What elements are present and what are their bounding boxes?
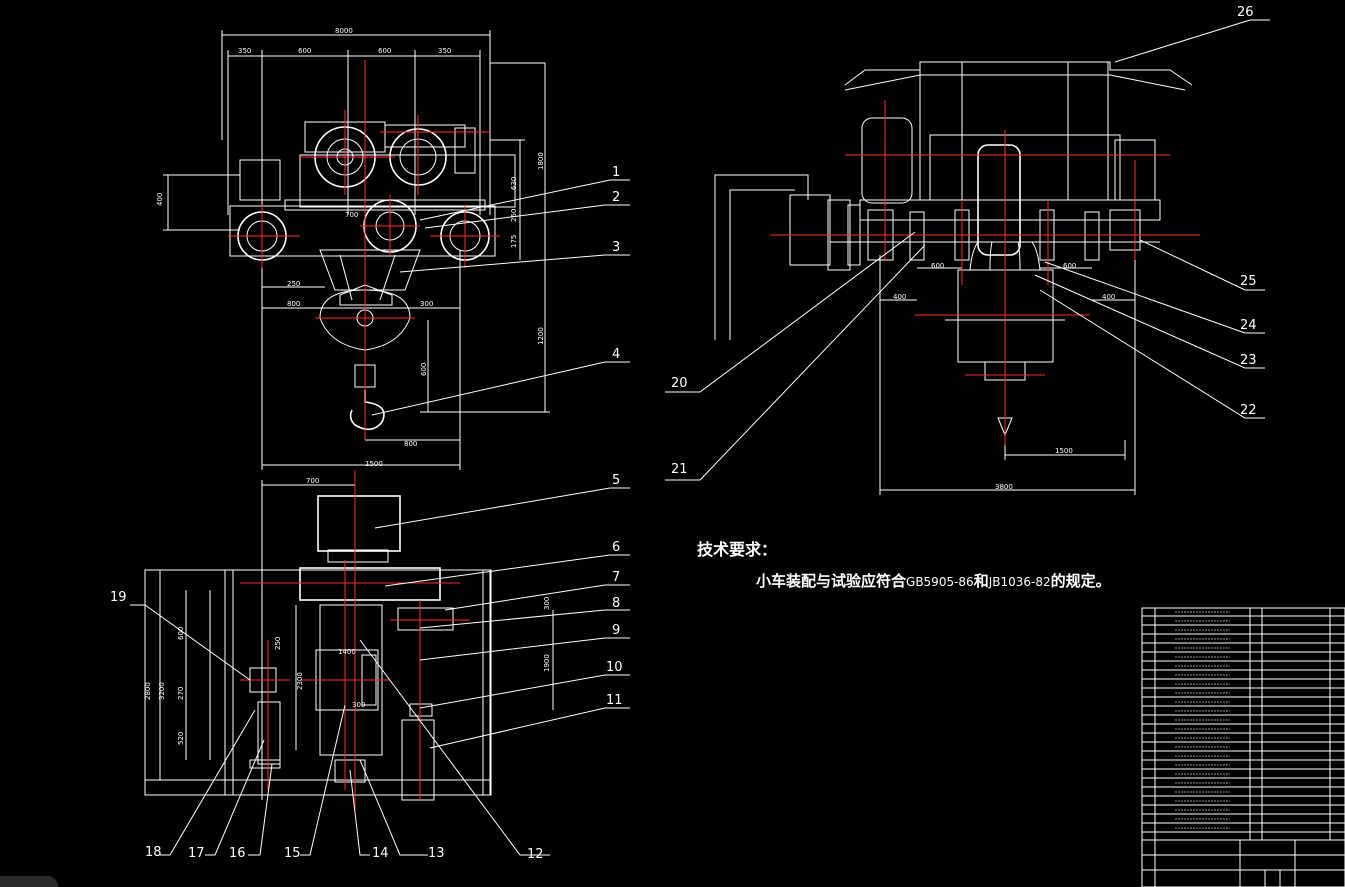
callout-18: 18	[145, 845, 162, 860]
front-dim-a: 350	[238, 47, 251, 55]
side-dim-d: 400	[1102, 293, 1115, 301]
front-dim-c: 600	[378, 47, 391, 55]
callout-4: 4	[612, 347, 620, 362]
callout-10: 10	[606, 660, 623, 675]
callout-13: 13	[428, 846, 445, 861]
plan-dim-j: 300	[352, 701, 365, 709]
callout-23: 23	[1240, 353, 1257, 368]
callout-15: 15	[284, 846, 301, 861]
callout-8: 8	[612, 596, 620, 611]
callout-25: 25	[1240, 274, 1257, 289]
plan-dim-c: 3200	[158, 682, 166, 700]
tech-line-conj: 和	[973, 572, 989, 590]
front-dim-h: 800	[404, 440, 417, 448]
plan-dim-a: 700	[306, 477, 319, 485]
plan-dim-f: 270	[177, 687, 185, 700]
tech-std-1: GB5905-86	[906, 575, 974, 589]
callout-19: 19	[110, 590, 127, 605]
command-line-stub[interactable]	[0, 876, 58, 887]
tech-line-prefix: 小车装配与试验应符合	[756, 572, 907, 590]
side-dim-c: 400	[893, 293, 906, 301]
front-dim-o: 175	[510, 235, 518, 248]
front-dim-e: 250	[287, 280, 300, 288]
side-view: 600 600 400 400 1500 3800	[714, 61, 1200, 495]
plan-dim-l: 1900	[543, 654, 551, 672]
callout-21: 21	[671, 462, 688, 477]
callout-26: 26	[1237, 5, 1254, 20]
callout-5: 5	[612, 473, 620, 488]
front-dim-k: 600	[420, 363, 428, 376]
callout-16: 16	[229, 846, 246, 861]
callout-3: 3	[612, 240, 620, 255]
callout-leaders	[130, 19, 1270, 856]
front-dim-f: 800	[287, 300, 300, 308]
callout-14: 14	[372, 846, 389, 861]
callout-2: 2	[612, 190, 620, 205]
plan-dim-d: 600	[177, 627, 185, 640]
tech-requirements-title: 技术要求：	[697, 540, 778, 559]
plan-dim-h: 250	[274, 637, 282, 650]
side-dim-e: 1500	[1055, 447, 1073, 455]
front-dim-g: 300	[420, 300, 433, 308]
plan-dim-e: 2300	[296, 672, 304, 690]
plan-view: 700 2800 3200 600 2300 270 520 250 1400 …	[144, 470, 554, 810]
side-dim-b: 600	[1063, 262, 1076, 270]
callout-20: 20	[671, 376, 688, 391]
front-dim-mid: 700	[345, 211, 358, 219]
callout-17: 17	[188, 846, 205, 861]
callout-22: 22	[1240, 403, 1257, 418]
front-dim-n: 250	[510, 209, 518, 222]
callout-6: 6	[612, 540, 620, 555]
tech-requirements-line: 小车装配与试验应符合GB5905-86和JB1036-82的规定。	[756, 570, 1111, 591]
front-dim-j: 400	[156, 193, 164, 206]
side-dim-f: 3800	[995, 483, 1013, 491]
front-view: 8000 350 600 600 350 700 250 800 300 800…	[156, 27, 550, 470]
front-dim-i: 1500	[365, 460, 383, 468]
front-dim-l: 630	[510, 177, 518, 190]
front-dim-overall: 8000	[335, 27, 353, 35]
callout-7: 7	[612, 570, 620, 585]
side-dim-a: 600	[931, 262, 944, 270]
plan-dim-i: 1400	[338, 648, 356, 656]
parts-list-table	[1141, 607, 1345, 887]
callout-9: 9	[612, 623, 620, 638]
front-dim-b: 600	[298, 47, 311, 55]
callout-11: 11	[606, 693, 623, 708]
tech-line-suffix: 的规定。	[1050, 572, 1111, 590]
callout-12: 12	[527, 847, 544, 862]
tech-std-2: JB1036-82	[988, 575, 1051, 589]
front-dim-d: 350	[438, 47, 451, 55]
front-dim-p: 1200	[537, 327, 545, 345]
callout-24: 24	[1240, 318, 1257, 333]
front-dim-m: 1800	[537, 152, 545, 170]
callout-1: 1	[612, 165, 620, 180]
plan-dim-k: 300	[543, 597, 551, 610]
plan-dim-g: 520	[177, 732, 185, 745]
plan-dim-b: 2800	[144, 682, 152, 700]
callout-numbers: 1 2 3 4 5 6 7 8 9 10 11 12 13 14 15 16 1…	[110, 5, 1257, 862]
